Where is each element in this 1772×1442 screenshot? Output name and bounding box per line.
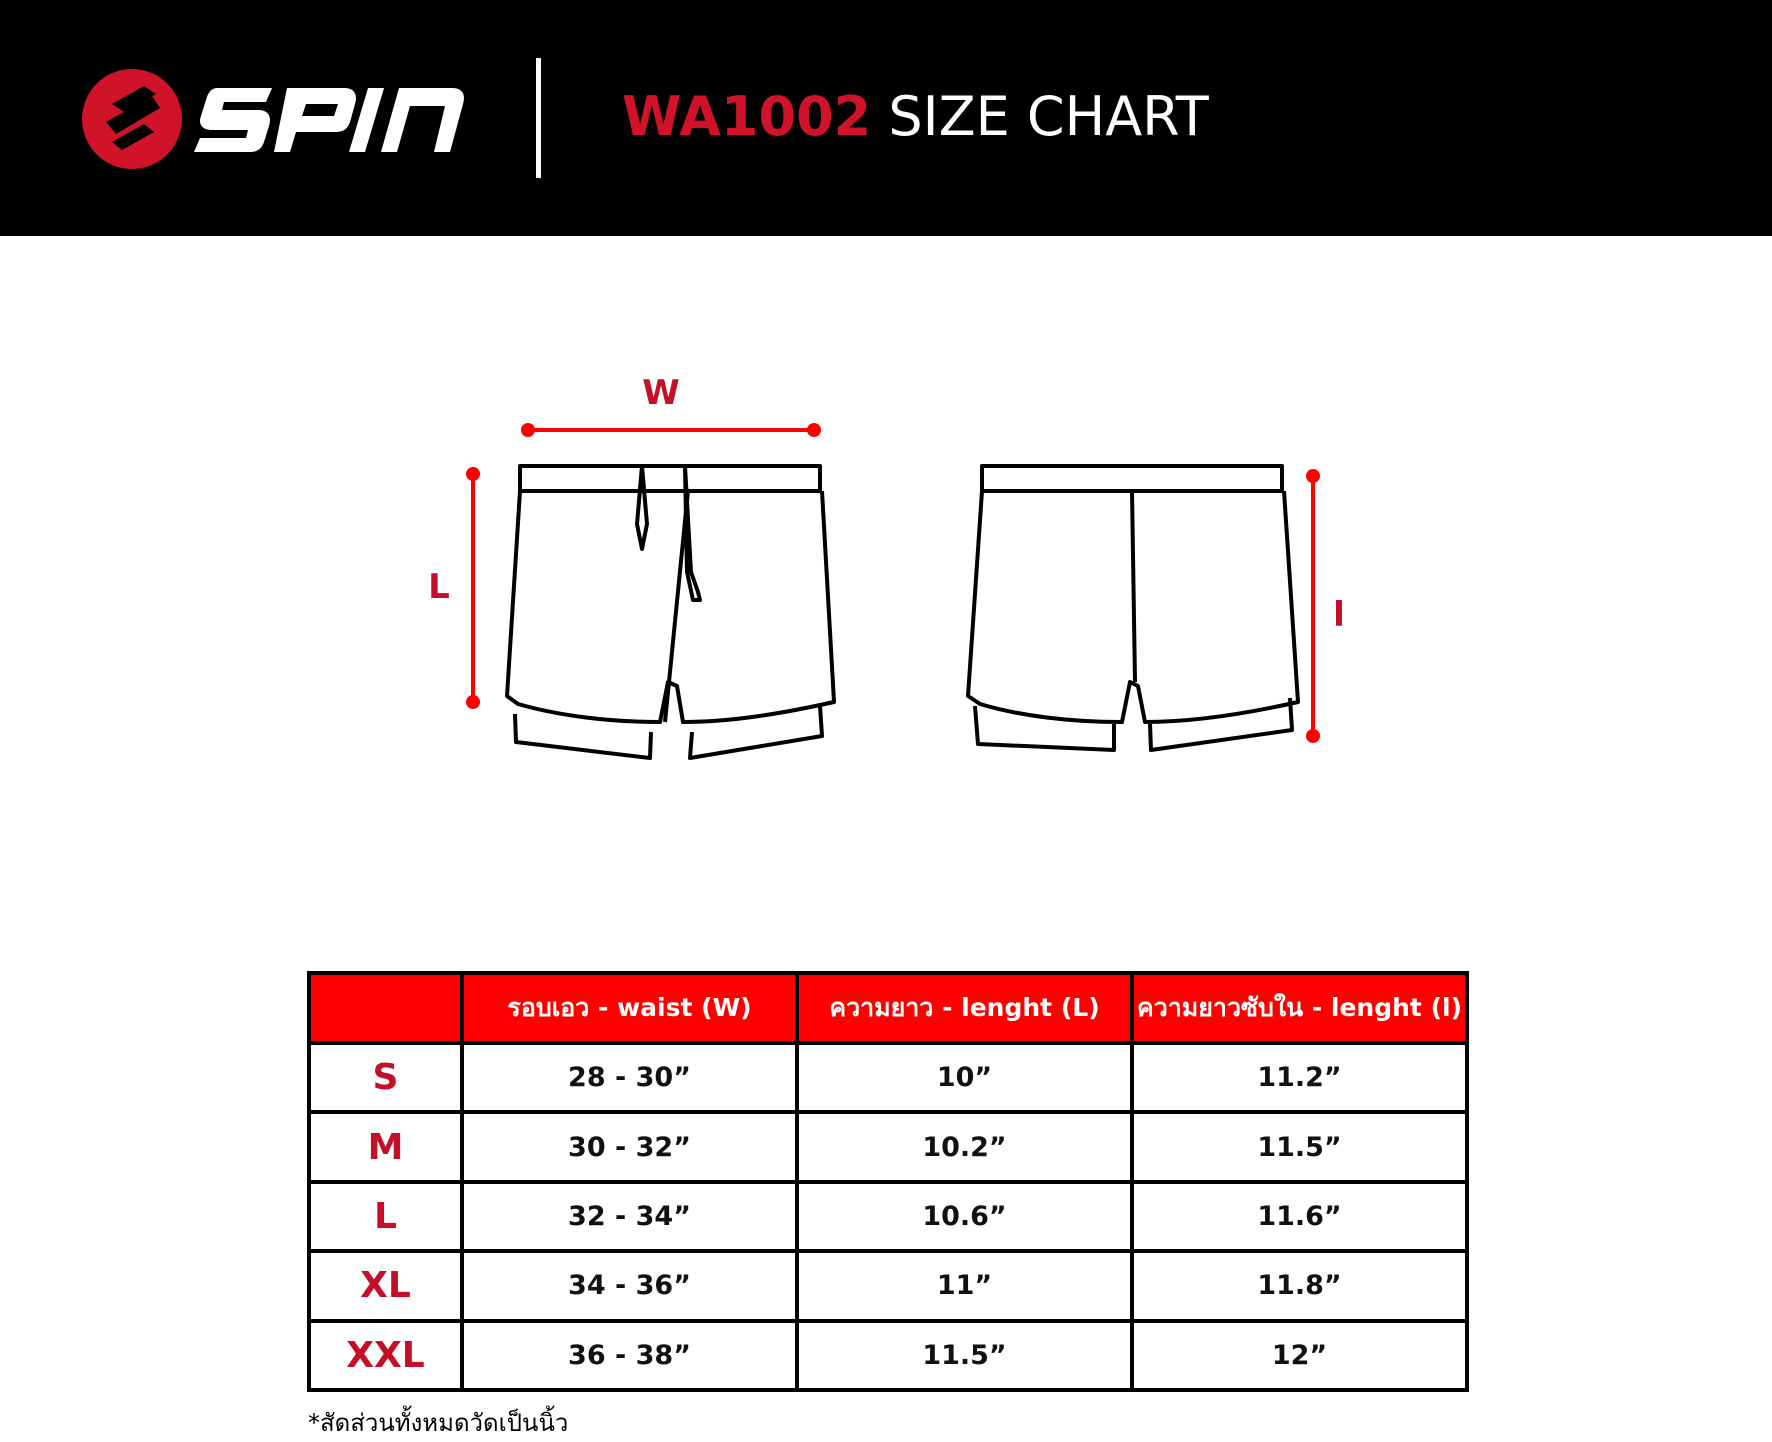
waist-label: W bbox=[642, 373, 680, 413]
footnote: *สัดส่วนทั้งหมดวัดเป็นนิ้ว bbox=[308, 1409, 569, 1437]
size-chart-table: รอบเอว - waist (W) ความยาว - lenght (L) … bbox=[307, 971, 1469, 1393]
spin-logo bbox=[82, 69, 464, 169]
header-waist: รอบเอว - waist (W) bbox=[460, 971, 799, 1045]
length-cell: 10” bbox=[795, 1040, 1134, 1115]
waist-cell: 32 - 34” bbox=[460, 1179, 799, 1254]
length-cell: 10.6” bbox=[795, 1179, 1134, 1254]
inner-length-measure-marker bbox=[1306, 469, 1320, 743]
waist-cell: 30 - 32” bbox=[460, 1110, 799, 1184]
size-cell: XXL bbox=[307, 1318, 464, 1393]
table-row: M 30 - 32” 10.2” 11.5” bbox=[307, 1110, 1469, 1184]
header-inner-length: ความยาวซับใน - lenght (l) bbox=[1130, 971, 1469, 1045]
length-measure-marker bbox=[466, 467, 480, 709]
length-cell: 11” bbox=[795, 1249, 1134, 1323]
table-row: L 32 - 34” 10.6” 11.6” bbox=[307, 1179, 1469, 1254]
header-bar: WA1002 SIZE CHART bbox=[0, 0, 1772, 236]
inner-length-cell: 11.5” bbox=[1130, 1110, 1469, 1184]
inner-length-cell: 11.8” bbox=[1130, 1249, 1469, 1323]
front-shorts-drawing bbox=[505, 464, 836, 760]
product-code: WA1002 bbox=[622, 85, 872, 148]
inner-length-label: l bbox=[1333, 595, 1345, 635]
table-row: XXL 36 - 38” 11.5” 12” bbox=[307, 1318, 1469, 1393]
shorts-diagram: W L l bbox=[428, 373, 1345, 760]
waist-measure-marker bbox=[521, 423, 821, 437]
length-cell: 11.5” bbox=[795, 1318, 1134, 1393]
size-cell: L bbox=[307, 1179, 464, 1254]
table-row: XL 34 - 36” 11” 11.8” bbox=[307, 1249, 1469, 1323]
waist-cell: 28 - 30” bbox=[460, 1040, 799, 1115]
length-label: L bbox=[428, 567, 450, 607]
inner-length-cell: 11.6” bbox=[1130, 1179, 1469, 1254]
header-divider bbox=[536, 58, 541, 178]
back-shorts-drawing bbox=[966, 464, 1300, 752]
waist-cell: 36 - 38” bbox=[460, 1318, 799, 1393]
waist-cell: 34 - 36” bbox=[460, 1249, 799, 1323]
table-row: S 28 - 30” 10” 11.2” bbox=[307, 1040, 1469, 1115]
table-header-row: รอบเอว - waist (W) ความยาว - lenght (L) … bbox=[307, 971, 1469, 1045]
size-cell: S bbox=[307, 1040, 464, 1115]
header-size bbox=[307, 971, 464, 1045]
size-chart-title: SIZE CHART bbox=[888, 85, 1209, 148]
inner-length-cell: 11.2” bbox=[1130, 1040, 1469, 1115]
length-cell: 10.2” bbox=[795, 1110, 1134, 1184]
page-title: WA1002 SIZE CHART bbox=[622, 82, 1209, 152]
header-length: ความยาว - lenght (L) bbox=[795, 971, 1134, 1045]
inner-length-cell: 12” bbox=[1130, 1318, 1469, 1393]
size-cell: M bbox=[307, 1110, 464, 1184]
size-cell: XL bbox=[307, 1249, 464, 1323]
